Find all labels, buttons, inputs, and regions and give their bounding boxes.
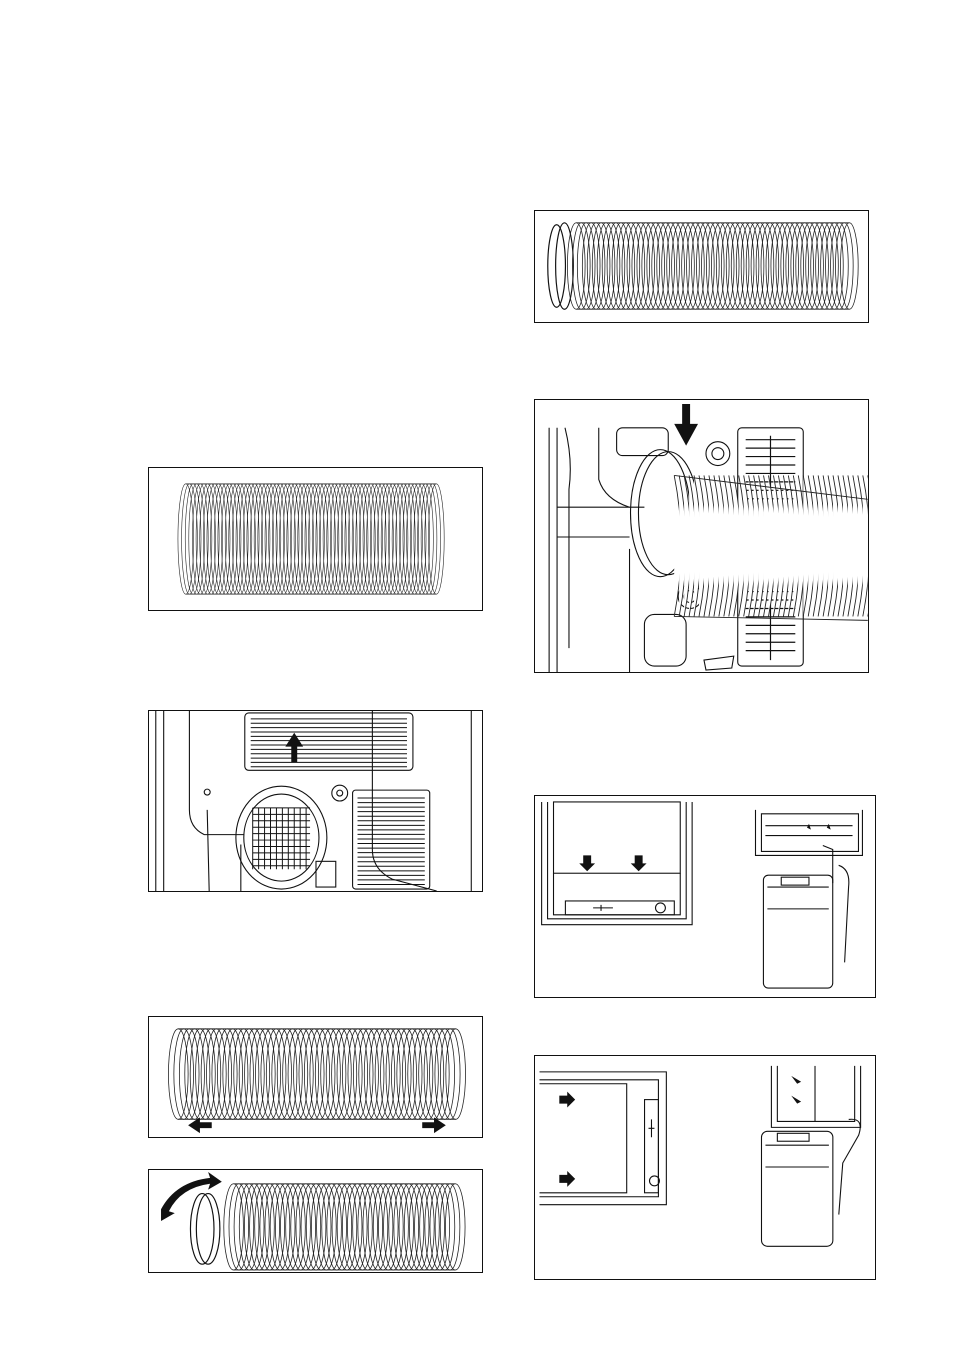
down-arrow-icon [631, 855, 647, 871]
hose-compressed-illustration [149, 468, 482, 610]
hose-connect-illustration [535, 400, 868, 672]
window-horizontal-illustration [535, 1056, 875, 1279]
window-vertical-illustration [535, 796, 875, 997]
figure-hose-with-adapter [534, 210, 869, 323]
figure-hose-compressed [148, 467, 483, 611]
right-arrow-icon [559, 1171, 575, 1187]
down-arrow-icon [579, 855, 595, 871]
adapter-twist-illustration [149, 1170, 482, 1272]
figure-window-kit-vertical [534, 795, 876, 998]
figure-rear-outlet-adapter [148, 710, 483, 892]
figure-window-kit-horizontal [534, 1055, 876, 1280]
figure-hose-adapter-twist [148, 1169, 483, 1273]
figure-hose-connect-unit [534, 399, 869, 673]
down-arrow-icon [674, 404, 698, 446]
hose-extend-illustration [149, 1017, 482, 1137]
rear-outlet-illustration [149, 711, 482, 891]
hose-adapter-illustration [535, 211, 868, 322]
figure-hose-extend [148, 1016, 483, 1138]
right-arrow-icon [559, 1092, 575, 1108]
